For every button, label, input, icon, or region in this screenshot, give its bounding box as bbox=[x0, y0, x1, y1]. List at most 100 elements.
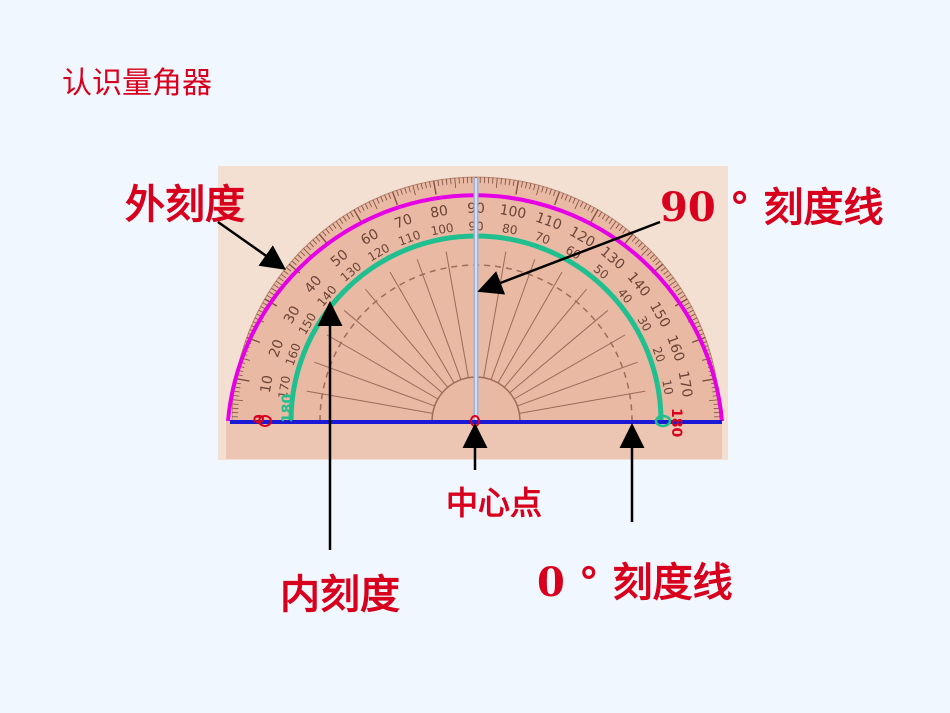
scale-tick bbox=[353, 209, 362, 223]
scale-tick bbox=[416, 184, 419, 191]
scale-tick bbox=[679, 294, 686, 299]
scale-tick bbox=[638, 242, 643, 248]
scale-tick bbox=[432, 180, 437, 195]
scale-tick bbox=[646, 251, 652, 256]
label-zero-degree-line: 0 ° 刻度线 bbox=[537, 559, 733, 606]
scale-tick bbox=[335, 220, 343, 230]
outer-scale-label: 30 bbox=[281, 303, 304, 326]
scale-tick bbox=[391, 191, 398, 206]
scale-tick bbox=[587, 205, 591, 212]
scale-tick bbox=[521, 181, 523, 188]
left-zero-marker bbox=[258, 415, 272, 427]
outer-scale-label: 10 bbox=[258, 374, 277, 394]
scale-tick bbox=[673, 284, 679, 289]
scale-tick bbox=[553, 190, 556, 197]
scale-tick bbox=[328, 225, 334, 232]
svg-text:180: 180 bbox=[280, 394, 296, 423]
scale-tick bbox=[339, 218, 344, 224]
inner-scale-label: 30 bbox=[635, 314, 655, 334]
scale-tick bbox=[450, 178, 452, 185]
radial-line bbox=[389, 271, 455, 384]
radial-line bbox=[513, 334, 626, 400]
scale-tick bbox=[232, 399, 243, 402]
scale-tick bbox=[631, 236, 637, 242]
scale-tick bbox=[306, 245, 311, 251]
scale-tick bbox=[291, 260, 297, 266]
scale-tick bbox=[420, 183, 423, 190]
radial-line bbox=[326, 334, 439, 400]
radial-line bbox=[517, 361, 638, 407]
pointer-ninety-line bbox=[477, 220, 661, 295]
scale-tick bbox=[618, 225, 624, 232]
scale-tick bbox=[445, 178, 448, 185]
scale-tick bbox=[400, 188, 403, 195]
scale-tick bbox=[533, 184, 536, 191]
scale-tick bbox=[429, 181, 431, 188]
scale-tick bbox=[665, 273, 672, 279]
scale-tick bbox=[408, 186, 411, 193]
label-outer-scale: 外刻度 bbox=[125, 181, 245, 228]
scale-tick bbox=[404, 187, 407, 194]
scale-tick bbox=[608, 218, 613, 224]
radial-line bbox=[503, 288, 587, 388]
scale-tick bbox=[689, 313, 696, 318]
scale-tick bbox=[549, 188, 552, 195]
scale-tick bbox=[364, 203, 369, 210]
inner-scale-label: 80 bbox=[501, 221, 518, 237]
scale-tick bbox=[512, 179, 515, 186]
inner-scale-label: 10 bbox=[659, 378, 675, 395]
label-inner-scale: 内刻度 bbox=[280, 571, 400, 618]
svg-text:180: 180 bbox=[668, 408, 684, 437]
scale-tick bbox=[396, 190, 399, 197]
slide-title: 认识量角器 bbox=[62, 66, 212, 101]
inner-scale-label: 170 bbox=[276, 375, 294, 400]
scale-tick bbox=[504, 178, 507, 185]
scale-tick bbox=[545, 187, 548, 194]
scale-tick bbox=[605, 216, 610, 222]
inner-scale-label: 100 bbox=[430, 221, 455, 239]
scale-tick bbox=[609, 220, 617, 230]
scale-tick bbox=[574, 199, 580, 210]
scale-tick bbox=[315, 236, 321, 242]
scale-tick bbox=[294, 257, 300, 263]
label-center-point: 中心点 bbox=[446, 484, 543, 522]
scale-tick bbox=[601, 213, 606, 220]
scale-tick bbox=[388, 193, 392, 199]
scale-tick bbox=[495, 177, 498, 188]
radial-line bbox=[343, 310, 443, 394]
scale-tick bbox=[346, 213, 351, 220]
radial-line bbox=[497, 271, 563, 384]
scale-tick bbox=[641, 248, 649, 256]
scale-tick bbox=[372, 199, 378, 210]
radial-line bbox=[490, 259, 536, 380]
scale-tick bbox=[634, 239, 640, 245]
scale-tick bbox=[623, 233, 634, 246]
scale-tick bbox=[622, 228, 627, 234]
scale-tick bbox=[325, 228, 330, 234]
scale-tick bbox=[515, 180, 520, 195]
scale-tick bbox=[683, 302, 690, 306]
radial-line bbox=[445, 251, 469, 378]
scale-tick bbox=[598, 211, 603, 218]
scale-tick bbox=[590, 209, 599, 223]
scale-tick bbox=[280, 273, 287, 279]
scale-tick bbox=[591, 207, 595, 214]
scale-tick bbox=[660, 267, 666, 272]
pointer-outer-scale bbox=[217, 220, 287, 270]
scale-tick bbox=[309, 242, 314, 248]
scale-tick bbox=[268, 291, 275, 296]
scale-tick bbox=[685, 306, 692, 310]
scale-tick bbox=[233, 390, 240, 393]
svg-text:0: 0 bbox=[252, 414, 268, 424]
scale-tick bbox=[384, 194, 388, 201]
scale-tick bbox=[615, 223, 620, 229]
inner-scale-label: 70 bbox=[533, 229, 552, 247]
scale-tick bbox=[508, 179, 511, 186]
scale-tick bbox=[271, 287, 277, 292]
label-ninety-degree-line: 90 ° 刻度线 bbox=[660, 184, 884, 231]
outer-scale-label: 170 bbox=[675, 370, 695, 399]
scale-tick bbox=[652, 257, 658, 263]
radial-line bbox=[314, 361, 435, 407]
scale-tick bbox=[529, 183, 532, 190]
